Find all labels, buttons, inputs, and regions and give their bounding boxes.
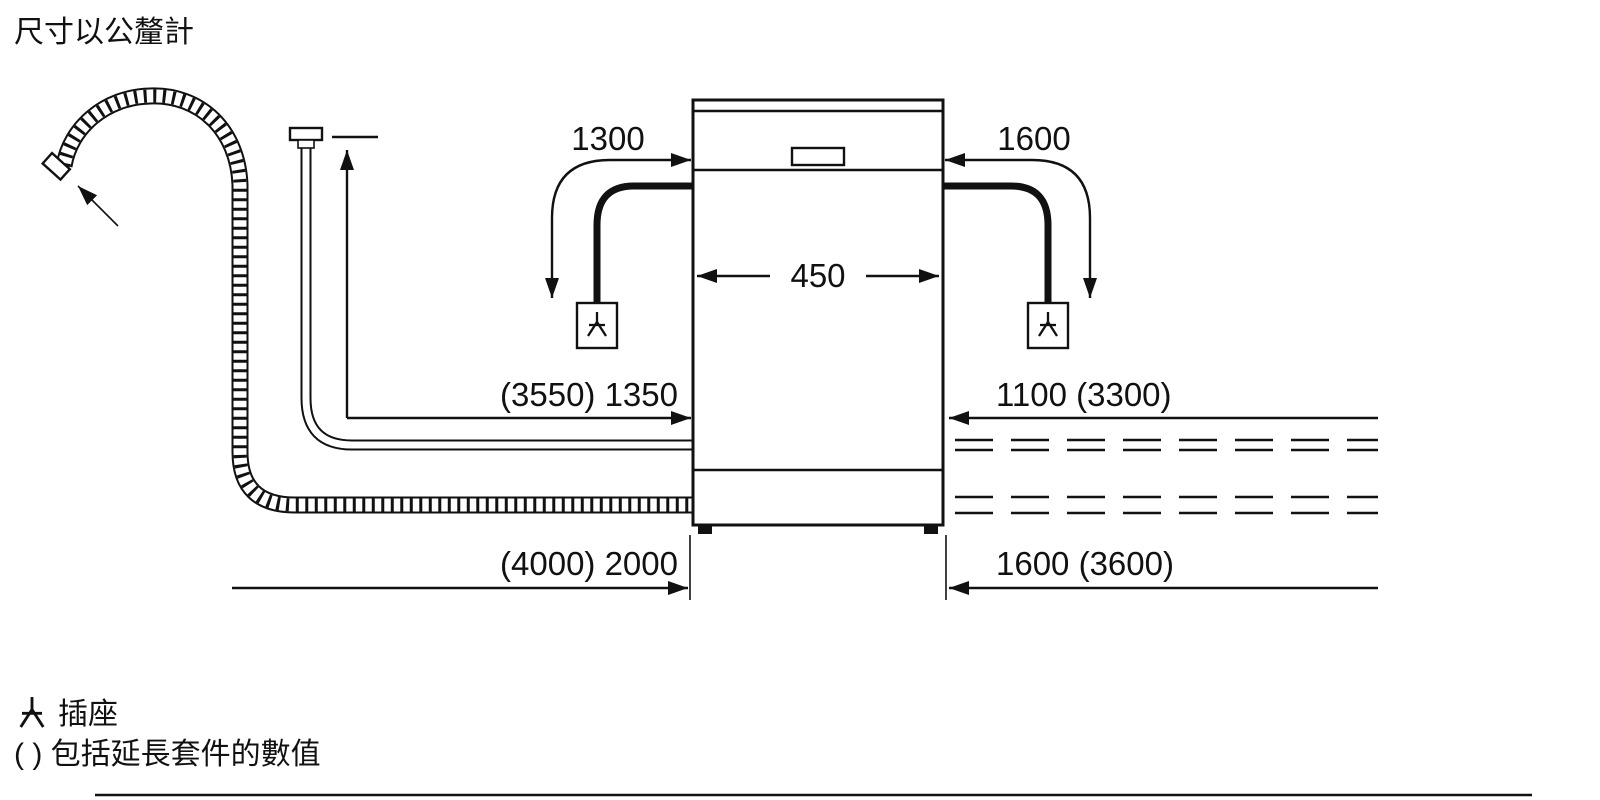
socket-right bbox=[1026, 301, 1070, 350]
dishwasher-outline bbox=[691, 98, 945, 534]
legend: 插座 ( ) 包括延長套件的數值 bbox=[14, 695, 321, 771]
dimension-power-cord-right: 1600 bbox=[945, 120, 1097, 298]
dimension-label: (3550) 1350 bbox=[500, 376, 678, 413]
hose-continuation-dashed bbox=[955, 438, 1378, 515]
drain-hose bbox=[40, 87, 700, 514]
supply-hose bbox=[288, 126, 700, 451]
dimension-label: (4000) 2000 bbox=[500, 545, 678, 582]
page-title: 尺寸以公釐計 bbox=[14, 16, 194, 49]
foot-right bbox=[924, 525, 938, 534]
legend-parentheses-note: ( ) 包括延長套件的數值 bbox=[14, 738, 321, 771]
drain-end-direction-arrow bbox=[77, 185, 119, 227]
dimension-label: 1600 (3600) bbox=[996, 545, 1174, 582]
dimension-label: 1300 bbox=[571, 120, 644, 157]
foot-left bbox=[698, 525, 712, 534]
tap-connector-cap bbox=[288, 126, 324, 142]
legend-socket-label: 插座 bbox=[58, 698, 118, 731]
dimension-supply-hose: (3550) 1350 bbox=[347, 376, 691, 425]
drain-hose-end-fitting bbox=[40, 151, 72, 182]
control-panel-handle bbox=[790, 146, 846, 167]
dimension-label: 1100 (3300) bbox=[996, 376, 1172, 413]
socket-left bbox=[575, 301, 619, 350]
dimension-label: 450 bbox=[790, 257, 845, 294]
dimension-power-cord-left: 1300 bbox=[545, 120, 691, 298]
dimension-clearance-top-right: 1100 (3300) bbox=[949, 376, 1378, 425]
dimension-appliance-width: 450 bbox=[697, 257, 939, 294]
dimension-clearance-bottom-right: 1600 (3600) bbox=[949, 545, 1378, 595]
power-cable-left bbox=[593, 182, 700, 303]
dimension-label: 1600 bbox=[997, 120, 1070, 157]
dimension-drain-hose: (4000) 2000 bbox=[232, 545, 688, 595]
tap-connector-neck bbox=[297, 139, 315, 149]
power-cable-right bbox=[936, 182, 1052, 303]
socket-icon bbox=[19, 695, 45, 729]
